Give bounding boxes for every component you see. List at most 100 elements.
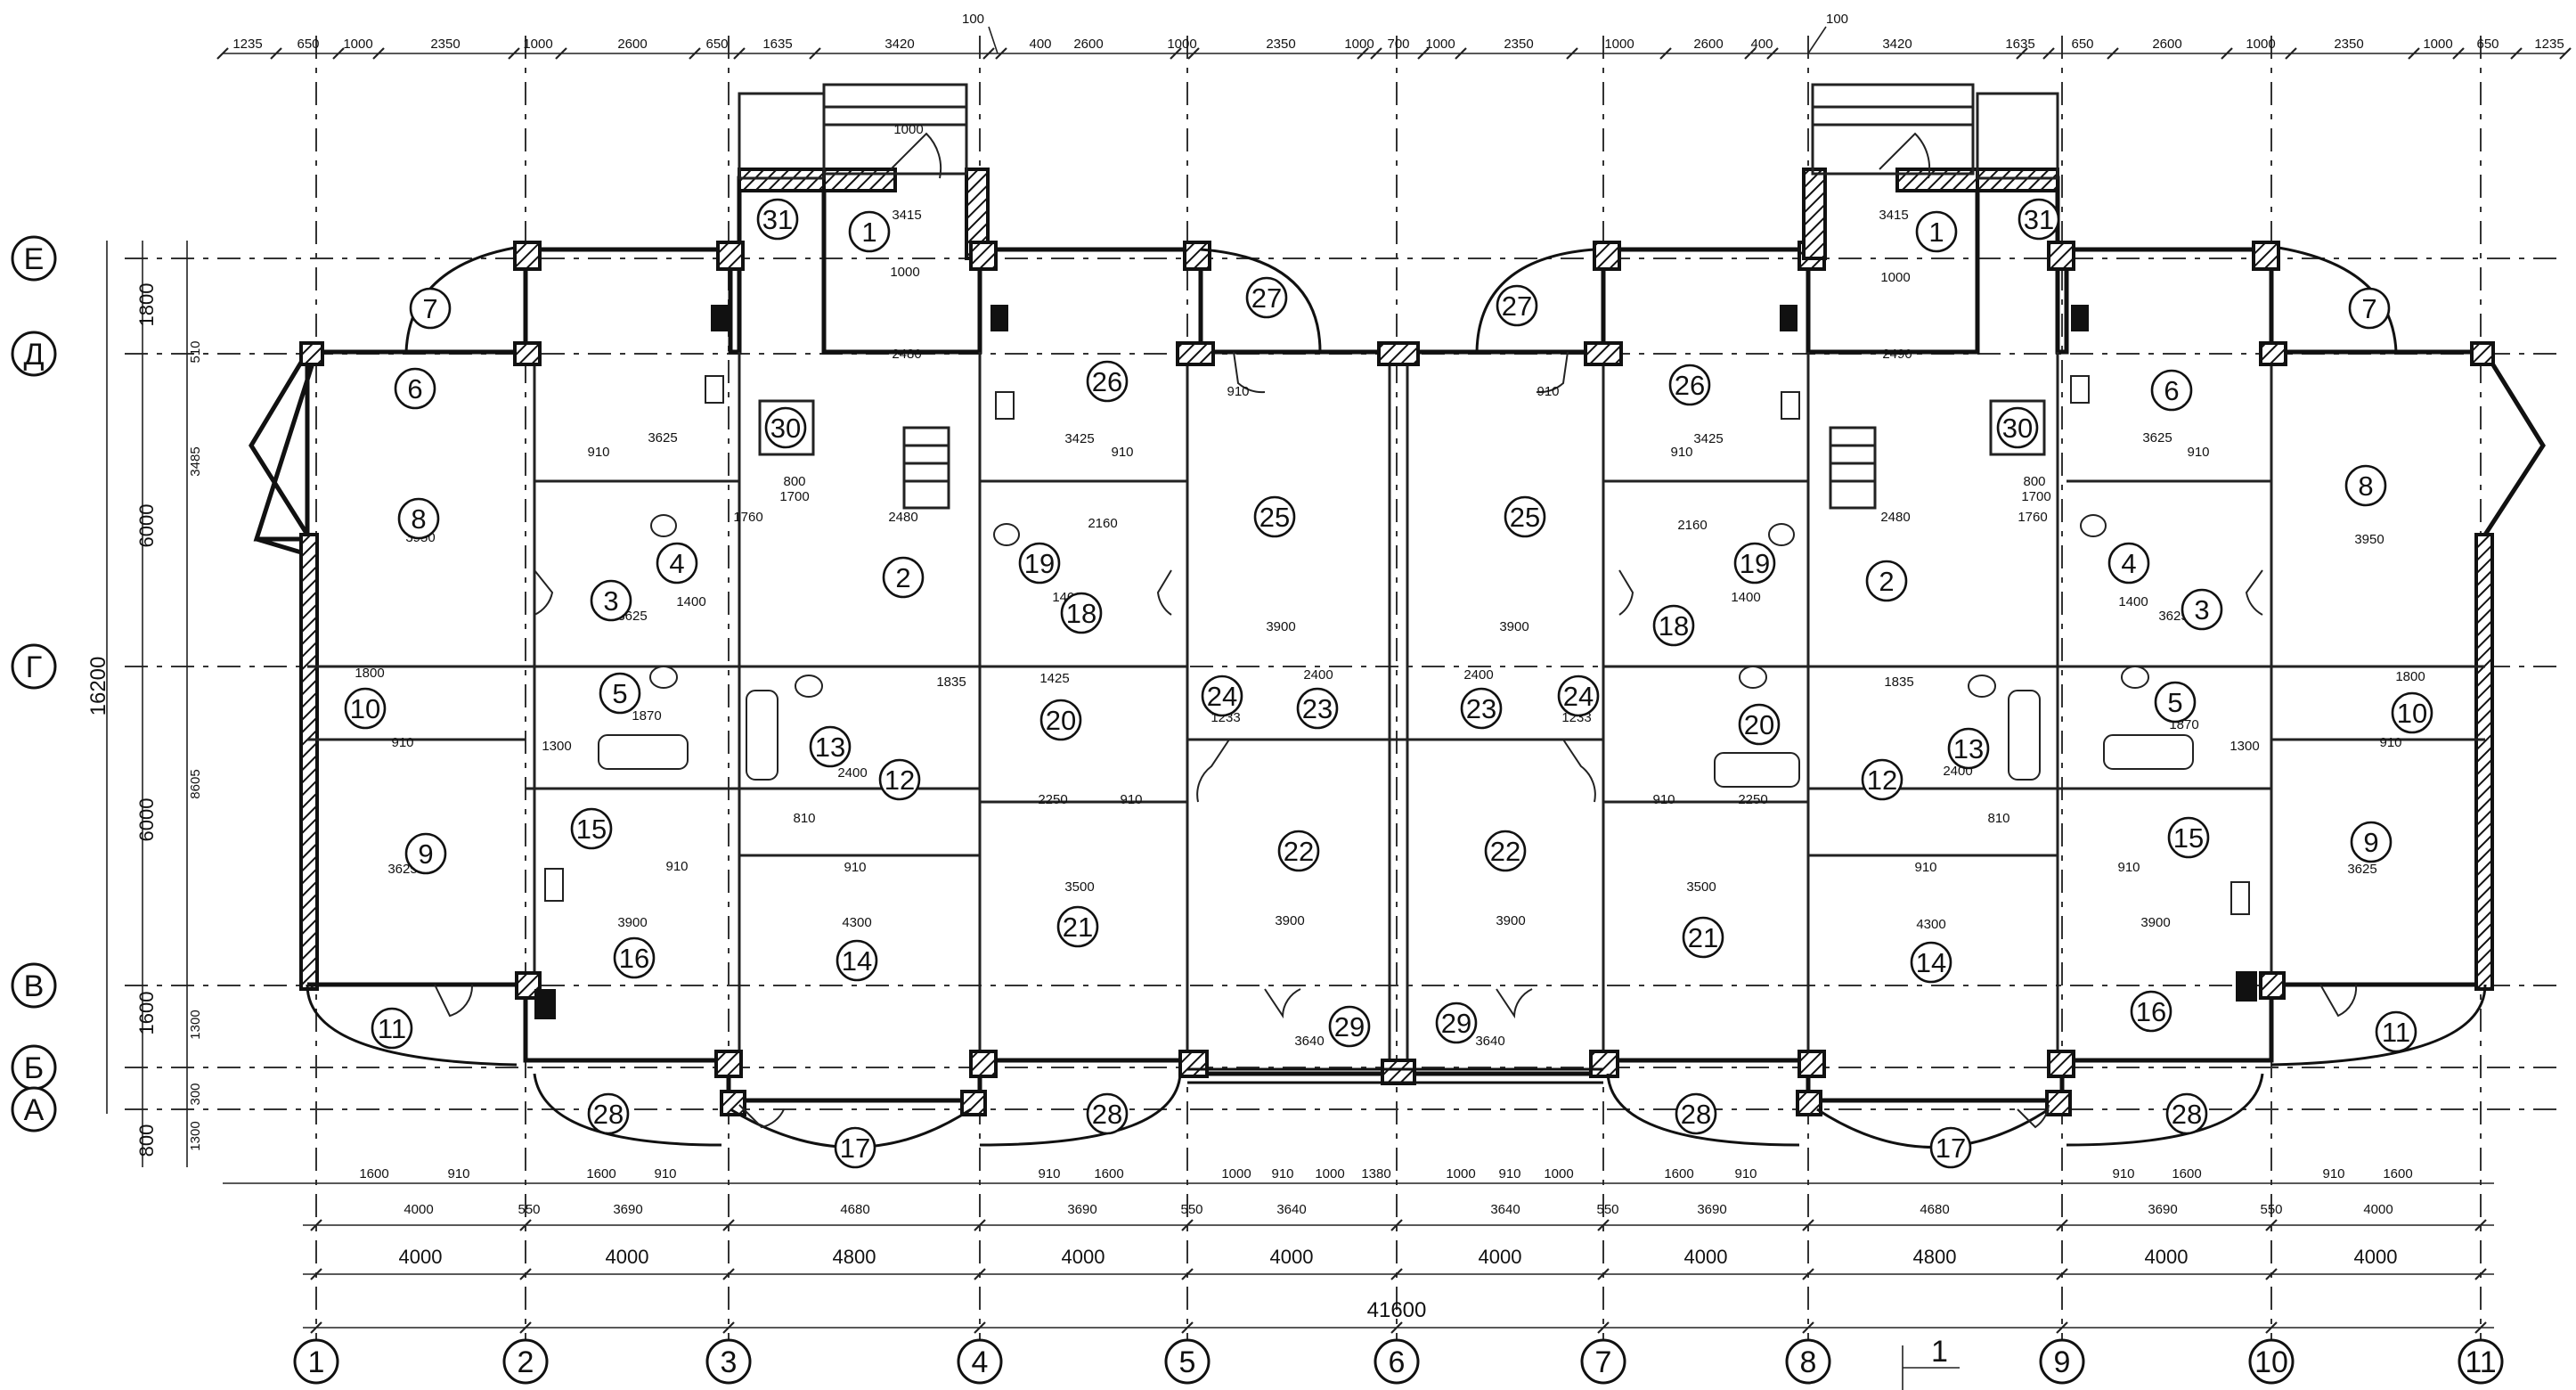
room-dimension-8: 3415 — [892, 208, 921, 223]
overall-width-label: 41600 — [1367, 1298, 1427, 1322]
room-dimension-46: 910 — [1670, 445, 1692, 460]
room-dimension-45: 3425 — [1693, 431, 1723, 446]
bottom-axis-dimension-2: 4800 — [833, 1246, 876, 1268]
bottom-tick-4-0 — [1181, 1219, 1194, 1231]
room-dimension-34: 3900 — [1266, 619, 1295, 634]
room-label-6: 6 — [2150, 369, 2193, 412]
room-number-circle — [1201, 675, 1243, 717]
top-dimension-0: 1235 — [232, 37, 262, 52]
room-label-1: 1 — [1915, 210, 1958, 253]
room-dimension-0: 3625 — [648, 430, 677, 446]
axis-label: 9 — [2054, 1345, 2071, 1379]
room-number: 29 — [1334, 1011, 1365, 1042]
room-number: 31 — [762, 204, 793, 235]
room-number-circle — [1086, 1092, 1129, 1135]
room-label-16: 16 — [613, 936, 656, 979]
room-dimension-54: 2490 — [1882, 347, 1912, 362]
room-number: 8 — [2358, 470, 2373, 502]
axis-circle — [2039, 1338, 2085, 1385]
left-inner-dimension-1: 3485 — [188, 446, 203, 476]
col-axis-7: 7 — [1580, 1338, 1626, 1385]
bottom-tick-8-2 — [2056, 1321, 2068, 1334]
room-dimension-62: 3625 — [2158, 609, 2188, 624]
left-dimension-chain: 1800600060001600800510348586051300300130… — [135, 283, 203, 1157]
room-number: 25 — [1510, 502, 1540, 533]
room-number: 19 — [1740, 548, 1770, 579]
room-label-17: 17 — [1929, 1126, 1972, 1169]
room-number: 1 — [861, 217, 876, 248]
axis-label: 11 — [2465, 1345, 2496, 1379]
room-label-7: 7 — [2348, 287, 2391, 330]
axis-label: 2 — [518, 1345, 534, 1379]
room-label-8: 8 — [2344, 464, 2387, 507]
room-label-4: 4 — [2107, 542, 2150, 585]
top-dimension-24: 1000 — [2246, 37, 2275, 52]
room-dimension-21: 1835 — [936, 675, 966, 690]
left-dimension-1: 6000 — [135, 504, 158, 548]
top-dimension-6: 650 — [705, 37, 728, 52]
room-dimension-49: 2250 — [1738, 792, 1767, 807]
top-dimension-16: 2350 — [1504, 37, 1533, 52]
room-number-circle — [1460, 687, 1503, 730]
bottom-sub-dimension-9: 1380 — [1361, 1166, 1390, 1182]
bottom-axis-dimension-6: 4000 — [1684, 1246, 1728, 1268]
room-label-27: 27 — [1496, 284, 1538, 327]
room-label-28: 28 — [587, 1092, 630, 1135]
left-inner-dimension-0: 510 — [188, 340, 203, 363]
room-number-circle — [1496, 284, 1538, 327]
room-number: 10 — [350, 693, 380, 724]
room-dimension-23: 910 — [844, 860, 866, 875]
room-number: 15 — [576, 814, 607, 845]
room-number: 28 — [593, 1099, 624, 1130]
room-number: 18 — [1659, 610, 1689, 642]
room-label-31: 31 — [2018, 198, 2060, 241]
room-label-10: 10 — [344, 687, 387, 730]
axis-circle — [1785, 1338, 1831, 1385]
left-dimension-3: 1600 — [135, 992, 158, 1035]
room-dimension-40: 3900 — [1496, 913, 1525, 928]
axis-label: 1 — [308, 1345, 325, 1379]
room-number: 23 — [1466, 693, 1496, 724]
top-dimension-15: 1000 — [1425, 37, 1455, 52]
room-number: 11 — [378, 1013, 406, 1044]
room-dimension-50: 910 — [1652, 792, 1675, 807]
top-dimension-19: 400 — [1750, 37, 1773, 52]
top-tick-4 — [508, 47, 520, 60]
room-number-circle — [1018, 542, 1061, 585]
room-number-circle — [2154, 681, 2197, 724]
room-label-27: 27 — [1245, 276, 1288, 319]
room-number: 8 — [411, 503, 426, 535]
room-number-circle — [2350, 821, 2393, 863]
room-number-circle — [1915, 210, 1958, 253]
top-dimension-14: 700 — [1387, 37, 1409, 52]
top-dimension-26: 1000 — [2423, 37, 2452, 52]
room-dimension-35: 2400 — [1303, 667, 1333, 683]
room-number: 5 — [612, 678, 627, 709]
room-label-24: 24 — [1201, 675, 1243, 717]
left-dimension-4: 800 — [135, 1124, 158, 1157]
axis-label: 5 — [1179, 1345, 1196, 1379]
room-number: 17 — [840, 1132, 870, 1164]
room-number: 16 — [2136, 996, 2166, 1027]
room-dimension-60: 910 — [2187, 445, 2209, 460]
room-number-circle — [1253, 495, 1296, 538]
room-number-circle — [2375, 1010, 2417, 1053]
room-number-circle — [1557, 675, 1600, 717]
top-tick-29 — [2559, 47, 2572, 60]
room-label-22: 22 — [1277, 830, 1320, 872]
room-dimension-67: 810 — [1987, 811, 2009, 826]
structural-columns — [299, 168, 2495, 1116]
room-number: 7 — [422, 293, 437, 324]
room-dimension-26: 910 — [1111, 445, 1133, 460]
top-tick-26 — [2408, 47, 2420, 60]
room-dimension-29: 1425 — [1039, 671, 1069, 686]
axis-circle — [11, 1086, 57, 1132]
axis-circle — [11, 235, 57, 282]
top-tick-18 — [1659, 47, 1672, 60]
axis-circle — [957, 1338, 1003, 1385]
axis-circle — [11, 962, 57, 1009]
room-number-circle — [1861, 758, 1903, 801]
room-dimension-59: 3625 — [2142, 430, 2172, 446]
room-dimension-37: 3900 — [1275, 913, 1304, 928]
top-tick-10 — [995, 47, 1007, 60]
